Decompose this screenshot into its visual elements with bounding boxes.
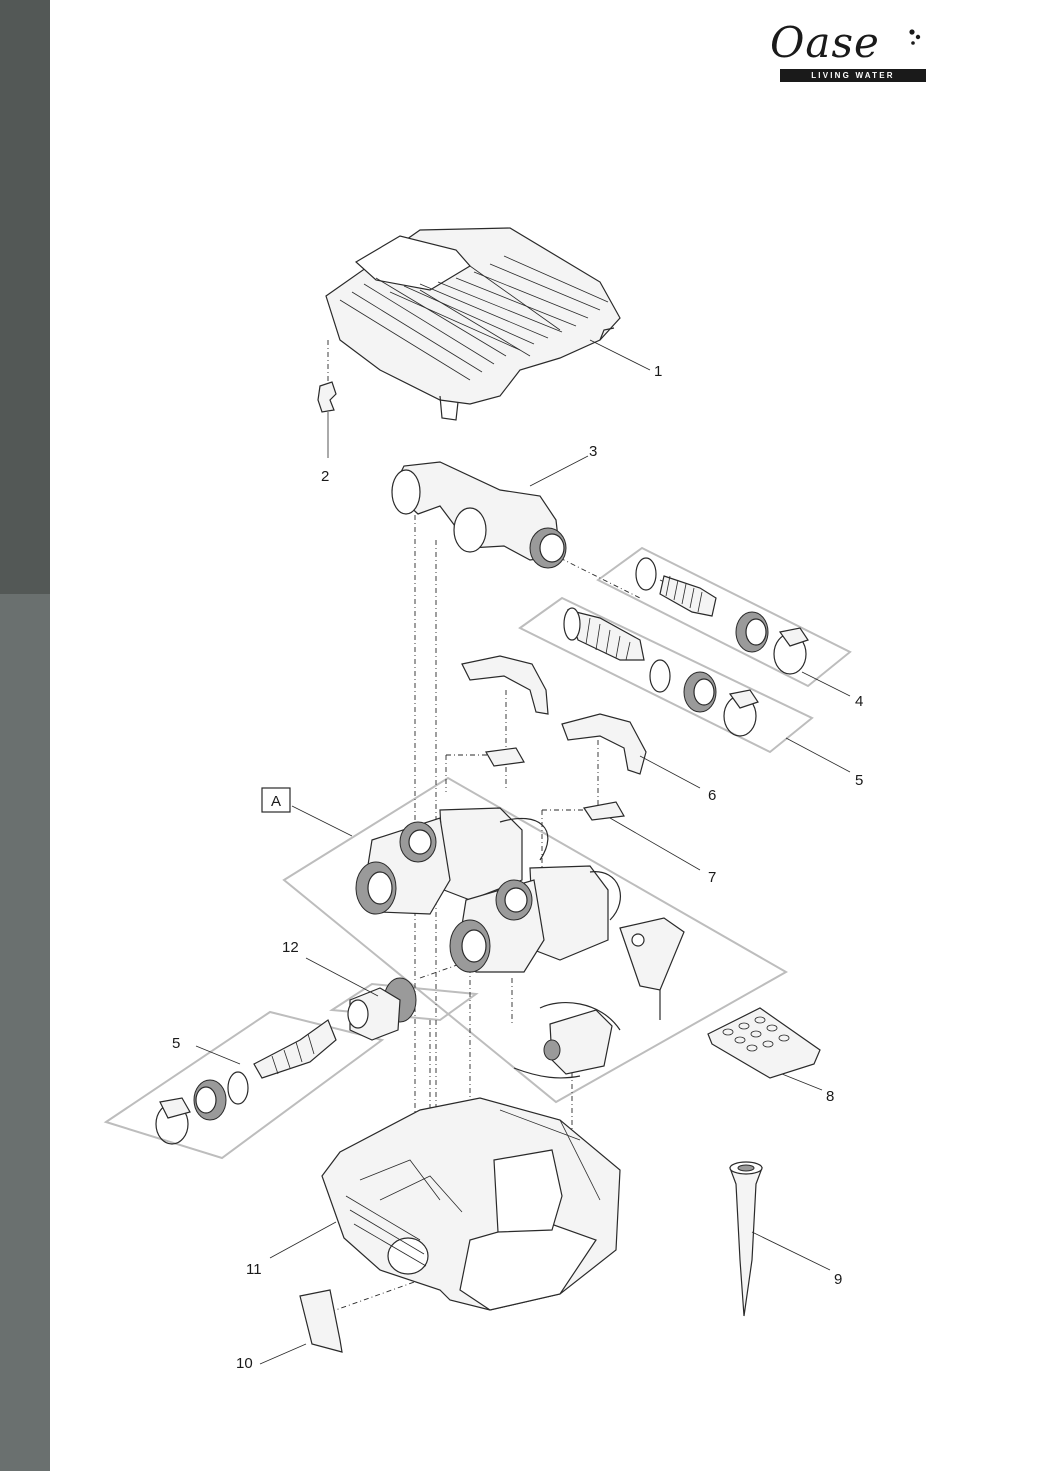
part-label: 11 [246,1261,262,1278]
part-label: 12 [282,939,299,956]
part-4-hose-adapter-set [635,557,809,675]
side-bar-top [0,0,50,594]
group-outline-5-left [103,1010,385,1160]
part-5-hose-tail-set-left [155,1019,337,1145]
assembly-label: A [271,793,281,810]
brand-tagline: LIVING WATER [780,69,926,82]
part-label: 3 [589,443,597,460]
part-label: 8 [826,1088,834,1105]
part-label: 1 [654,363,662,380]
part-label: 10 [236,1355,253,1372]
part-label: 2 [321,468,329,485]
part-11-housing-base [321,1097,621,1311]
part-1-cover [325,227,621,421]
leader-lines [195,339,851,1365]
part-12-connector [347,977,417,1041]
part-9-ground-spike [729,1161,763,1317]
part-3-outlet-pipe [391,461,567,569]
part-label: 6 [708,787,716,804]
drops-icon [909,29,921,45]
assembly-a-pumps [355,807,685,1079]
brand-name: Oase [770,18,880,67]
part-7-pads [485,747,625,821]
part-5-hose-tail-set-right [563,607,759,737]
group-outline-4 [596,546,852,688]
part-8-remote-control [707,1007,821,1079]
part-label: 4 [855,693,863,710]
assembly-label-box [261,787,291,813]
group-outline-a [282,776,789,1104]
part-label: 5 [172,1035,180,1052]
part-label: 9 [834,1271,842,1288]
part-2-clip [317,381,337,458]
part-label: 5 [855,772,863,789]
part-label: 7 [708,869,716,886]
part-10-plate [299,1289,343,1353]
part-6-saddle-brackets [461,655,647,775]
group-outline-5-right [518,596,814,754]
brand-logo: Oase LIVING WATER [768,18,928,84]
